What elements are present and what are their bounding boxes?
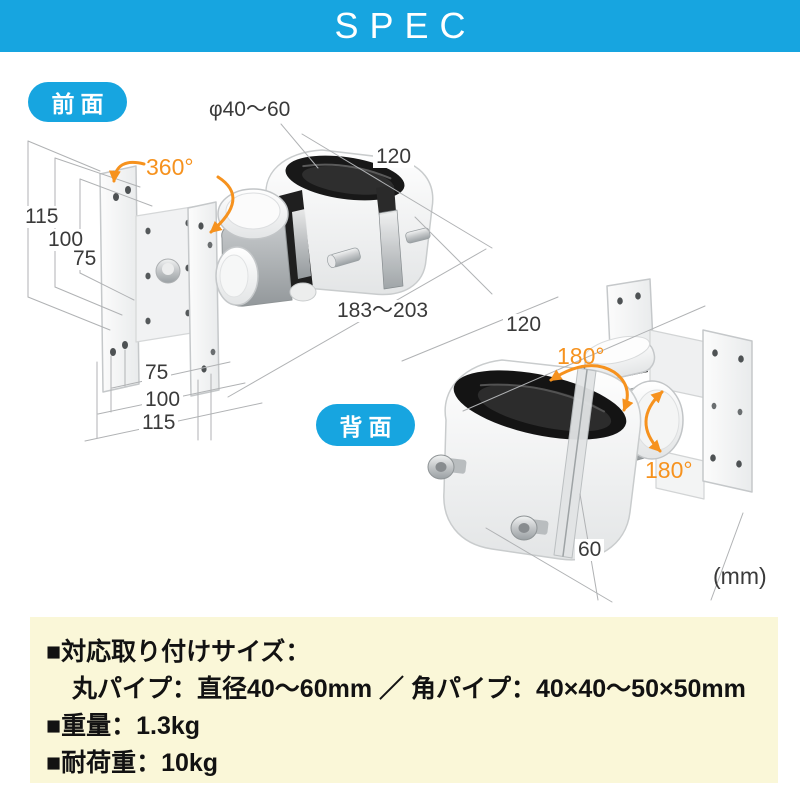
back-pan-arrow <box>549 364 634 412</box>
front-plate-height-115-label: 115 <box>22 205 62 229</box>
back-view-badge: 背面 <box>316 404 415 446</box>
front-arm-length-label: 183〜203 <box>334 299 432 323</box>
back-tilt-angle-label: 180° <box>645 457 693 483</box>
front-rotate-arrow-right <box>209 175 235 234</box>
front-plate-height-100-label: 100 <box>45 228 87 252</box>
header-bar: SPEC <box>0 0 800 52</box>
spec-mount-size-heading: ■対応取り付けサイズ： <box>46 638 311 666</box>
front-arm-joint <box>215 188 317 307</box>
front-screw-stud-2 <box>405 227 431 244</box>
front-plate-width-75-label: 75 <box>142 361 172 385</box>
front-view-badge: 前面 <box>28 82 127 122</box>
front-plate-height-75-label: 75 <box>70 247 100 271</box>
back-clamp-width-label: 120 <box>503 313 545 337</box>
spec-load-capacity: ■耐荷重：10kg <box>46 749 219 777</box>
back-tilt-arrow <box>644 390 664 453</box>
dimension-lines <box>27 123 744 603</box>
back-thumb-screw-2 <box>510 515 549 541</box>
back-vesa-plate <box>606 278 753 500</box>
spec-mount-size-detail: 丸パイプ：直径40〜60mm ／ 角パイプ：40×40〜50×50mm <box>72 675 746 703</box>
rotation-arrows <box>108 160 664 453</box>
spec-summary-box: ■対応取り付けサイズ： 丸パイプ：直径40〜60mm ／ 角パイプ：40×40〜… <box>30 617 778 783</box>
front-clamp-width-label: 120 <box>373 145 415 169</box>
page-title: SPEC <box>334 5 477 46</box>
back-pan-angle-label: 180° <box>557 343 605 369</box>
front-pipe-leader-line <box>280 123 319 169</box>
front-rotate-arrow-left <box>108 160 146 183</box>
spec-weight: ■重量：1.3kg <box>46 712 201 740</box>
front-plate-width-100-label: 100 <box>142 388 184 412</box>
front-screw-stud <box>327 247 361 269</box>
front-rotation-angle-label: 360° <box>146 154 194 180</box>
back-thumb-screw-1 <box>427 454 467 480</box>
front-plate-width-115-label: 115 <box>139 411 179 435</box>
front-vesa-plate <box>99 165 220 397</box>
back-product-illustration <box>427 278 753 561</box>
front-product-illustration <box>99 149 434 397</box>
back-clamp <box>427 359 642 561</box>
unit-note: (mm) <box>713 563 767 589</box>
front-pipe-diameter-label: φ40〜60 <box>206 98 294 122</box>
back-clamp-height-label: 60 <box>575 538 605 562</box>
